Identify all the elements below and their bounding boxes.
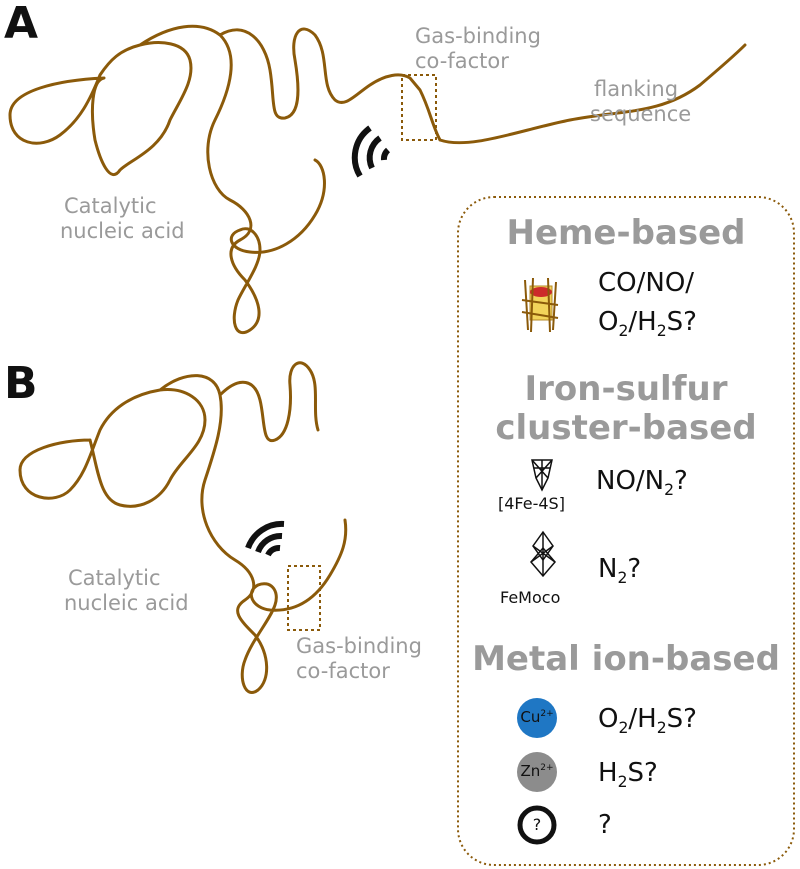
nucleic-acid-strand-a (8, 24, 747, 334)
zn-gases: H2S? (598, 758, 658, 792)
unknown-gases: ? (598, 810, 612, 840)
flanking-label: flanking sequence (590, 77, 692, 127)
unknown-ion-label: ? (532, 815, 542, 834)
cu-ion-label: Cu2+ (520, 708, 554, 726)
signal-icon-a (351, 125, 391, 178)
cofactor-box-a (401, 74, 437, 141)
cu-ion-icon (517, 698, 557, 738)
nucleic-acid-label-a: Catalytic nucleic acid (60, 194, 185, 244)
cofactor-label-a: Gas-binding co-factor (415, 24, 541, 74)
fe4s4-gases: NO/N2? (596, 466, 688, 500)
cofactor-box-b (287, 565, 321, 631)
legend-box (457, 196, 795, 866)
femoco-label: FeMoco (500, 588, 561, 607)
unknown-ion-icon (517, 805, 557, 845)
cu-gases: O2/H2S? (598, 704, 697, 738)
fe4s4-label: [4Fe-4S] (498, 494, 565, 513)
femoco-gases: N2? (598, 554, 642, 588)
heme-gases: CO/NO/ O2/H2S? (598, 268, 697, 341)
zn-ion-label: Zn2+ (520, 762, 554, 780)
femoco-icon (530, 530, 556, 578)
nucleic-acid-strand-b (18, 361, 348, 694)
panel-b-letter: B (4, 358, 38, 409)
signal-icon-b (245, 520, 285, 557)
nucleic-acid-label-b: Catalytic nucleic acid (64, 566, 189, 616)
heme-based-title: Heme-based (506, 213, 746, 253)
heme-icon (521, 277, 559, 333)
panel-a-letter: A (4, 0, 39, 49)
cofactor-label-b: Gas-binding co-factor (296, 634, 422, 684)
fe4s4-cluster-icon (531, 459, 553, 492)
iron-sulfur-title: Iron-sulfur cluster-based (495, 369, 757, 449)
metal-ion-title: Metal ion-based (472, 639, 780, 679)
zn-ion-icon (517, 752, 557, 792)
